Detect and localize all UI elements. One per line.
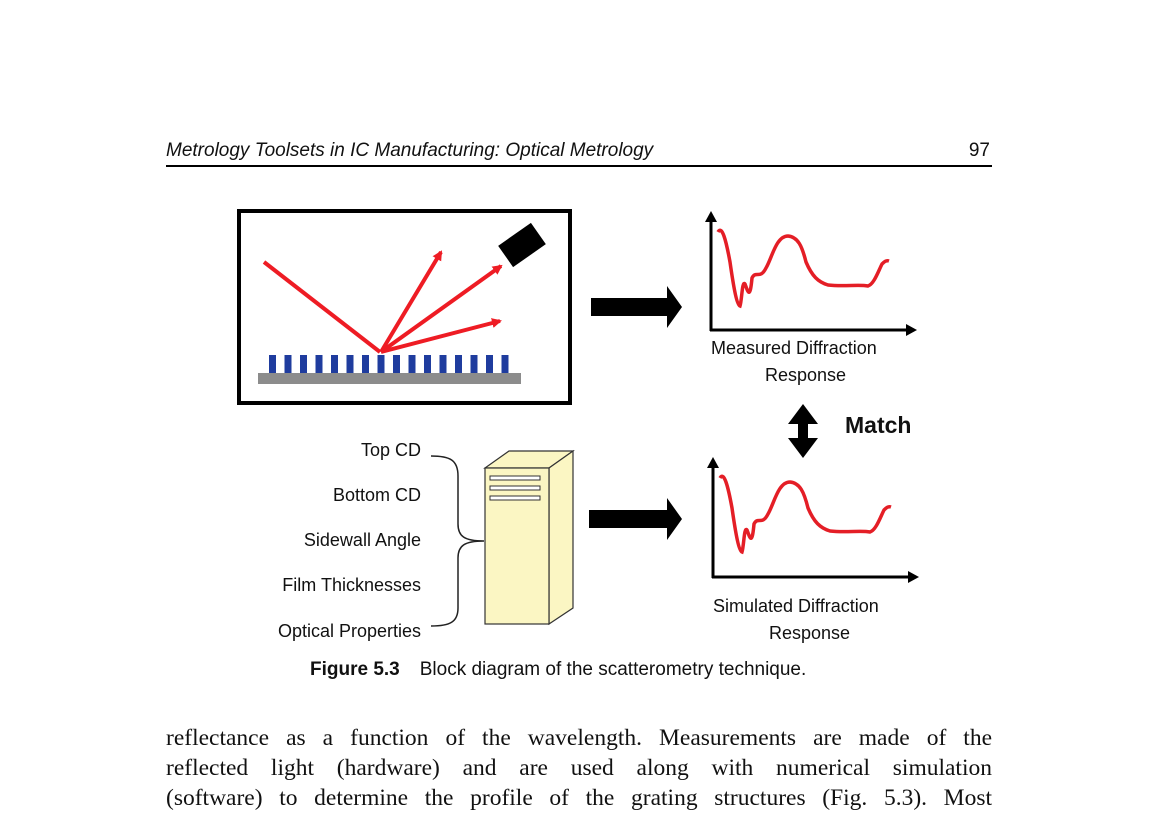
caption-text: Block diagram of the scatterometry techn…: [419, 659, 807, 680]
parameter-optical-properties: Optical Properties: [277, 621, 421, 641]
page-number: 97: [968, 140, 990, 161]
grating-line: [408, 355, 416, 373]
measured-label-line2: Response: [765, 365, 847, 385]
computer-front: [484, 467, 550, 625]
match-arrow: [788, 404, 818, 458]
grating-line: [501, 355, 509, 373]
computer-side: [548, 449, 574, 626]
header-rule: [166, 165, 992, 167]
measured-label-line1: Measured Diffraction: [711, 338, 877, 358]
parameter-top-cd: Top CD: [360, 440, 421, 460]
grating-line: [284, 355, 292, 373]
incident-beam: [262, 260, 382, 354]
drive-bay-3: [489, 495, 541, 501]
grating-line: [470, 355, 478, 373]
grating-line: [331, 355, 338, 373]
grating-line: [315, 355, 323, 373]
substrate: [258, 373, 521, 384]
diffracted-beam-1: [379, 250, 443, 354]
simulated-label-line1: Simulated Diffraction: [713, 596, 879, 616]
body-line-1: reflectance as a function of the wavelen…: [166, 725, 992, 751]
running-header: Metrology Toolsets in IC Manufacturing: …: [166, 140, 992, 167]
caption-label: Figure 5.3: [310, 659, 400, 680]
grating-line: [269, 355, 276, 373]
grating-line: [362, 355, 369, 373]
drive-bay-2: [489, 485, 541, 491]
body-line-2: reflected light (hardware) and are used …: [166, 755, 992, 781]
parameter-brace: [430, 455, 485, 627]
grating-line: [455, 355, 462, 373]
grating-line: [377, 355, 385, 373]
arrow-to-measured: [591, 286, 682, 328]
drive-bay-1: [489, 475, 541, 481]
diffracted-beam-2: [379, 264, 503, 354]
body-line-3: (software) to determine the profile of t…: [166, 785, 992, 811]
measured-curve: [716, 228, 890, 309]
diffracted-beam-3: [380, 318, 502, 354]
simulated-curve: [718, 474, 892, 555]
simulated-label-line2: Response: [769, 623, 851, 643]
figure-caption: Figure 5.3 Block diagram of the scatterom…: [310, 659, 806, 681]
body-paragraph: reflectance as a function of the wavelen…: [166, 723, 992, 813]
grating-structures: [269, 355, 509, 373]
parameter-film-thicknesses: Film Thicknesses: [282, 575, 421, 595]
parameter-bottom-cd: Bottom CD: [332, 485, 421, 505]
grating-line: [300, 355, 307, 373]
grating-line: [346, 355, 354, 373]
grating-line: [393, 355, 400, 373]
match-label: Match: [845, 412, 912, 438]
grating-line: [424, 355, 431, 373]
grating-line: [486, 355, 493, 373]
header-title: Metrology Toolsets in IC Manufacturing: …: [166, 140, 654, 161]
grating-line: [439, 355, 447, 373]
arrow-to-simulated: [589, 498, 682, 540]
parameter-sidewall-angle: Sidewall Angle: [303, 530, 421, 550]
detector: [498, 222, 546, 268]
